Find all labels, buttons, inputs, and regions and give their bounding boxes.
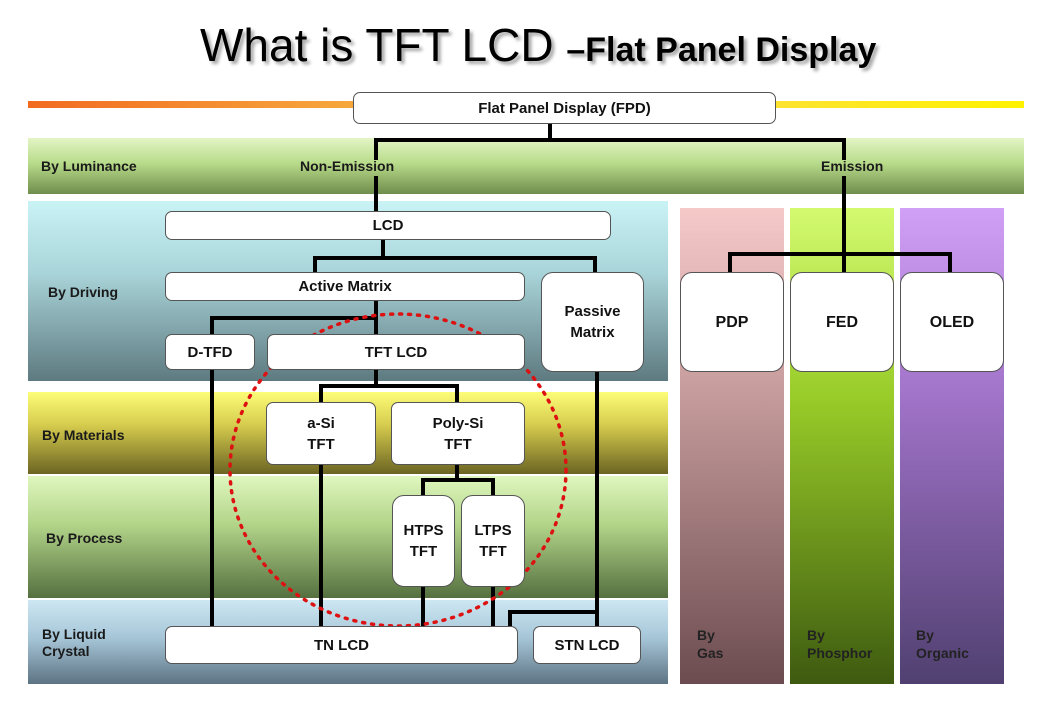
non-emission-label: Non-Emission bbox=[300, 158, 395, 174]
column-label-organic: By Organic bbox=[916, 627, 969, 661]
title-subtitle: –Flat Panel Display bbox=[566, 31, 877, 69]
row-label-liquid-crystal: By Liquid Crystal bbox=[42, 626, 106, 659]
emission-label: Emission bbox=[821, 158, 884, 174]
row-label-process: By Process bbox=[46, 530, 123, 546]
connector-lines bbox=[210, 122, 952, 628]
node-tft-lcd: TFT LCD bbox=[267, 334, 525, 370]
node-pdp: PDP bbox=[680, 272, 784, 372]
row-label-driving: By Driving bbox=[48, 284, 119, 300]
node-d-tfd: D-TFD bbox=[165, 334, 255, 370]
node-oled: OLED bbox=[900, 272, 1004, 372]
node-lcd: LCD bbox=[165, 211, 611, 240]
node-stn-lcd: STN LCD bbox=[533, 626, 641, 664]
column-label-phosphor: By Phosphor bbox=[807, 627, 873, 661]
title-main: What is TFT LCD bbox=[200, 19, 567, 71]
node-a-si-tft: a-Si TFT bbox=[266, 402, 376, 465]
row-label-luminance: By Luminance bbox=[41, 158, 137, 174]
node-fed: FED bbox=[790, 272, 894, 372]
column-label-gas: By Gas bbox=[697, 627, 724, 661]
node-htps-tft: HTPS TFT bbox=[392, 495, 455, 587]
node-active-matrix: Active Matrix bbox=[165, 272, 525, 301]
node-poly-si-tft: Poly-Si TFT bbox=[391, 402, 525, 465]
page-title: What is TFT LCD –Flat Panel Display bbox=[200, 18, 876, 72]
node-tn-lcd: TN LCD bbox=[165, 626, 518, 664]
node-ltps-tft: LTPS TFT bbox=[461, 495, 525, 587]
node-fpd: Flat Panel Display (FPD) bbox=[353, 92, 776, 124]
process-band bbox=[28, 476, 668, 598]
row-label-materials: By Materials bbox=[42, 427, 125, 443]
node-passive-matrix: Passive Matrix bbox=[541, 272, 644, 372]
luminance-band bbox=[28, 138, 1024, 194]
